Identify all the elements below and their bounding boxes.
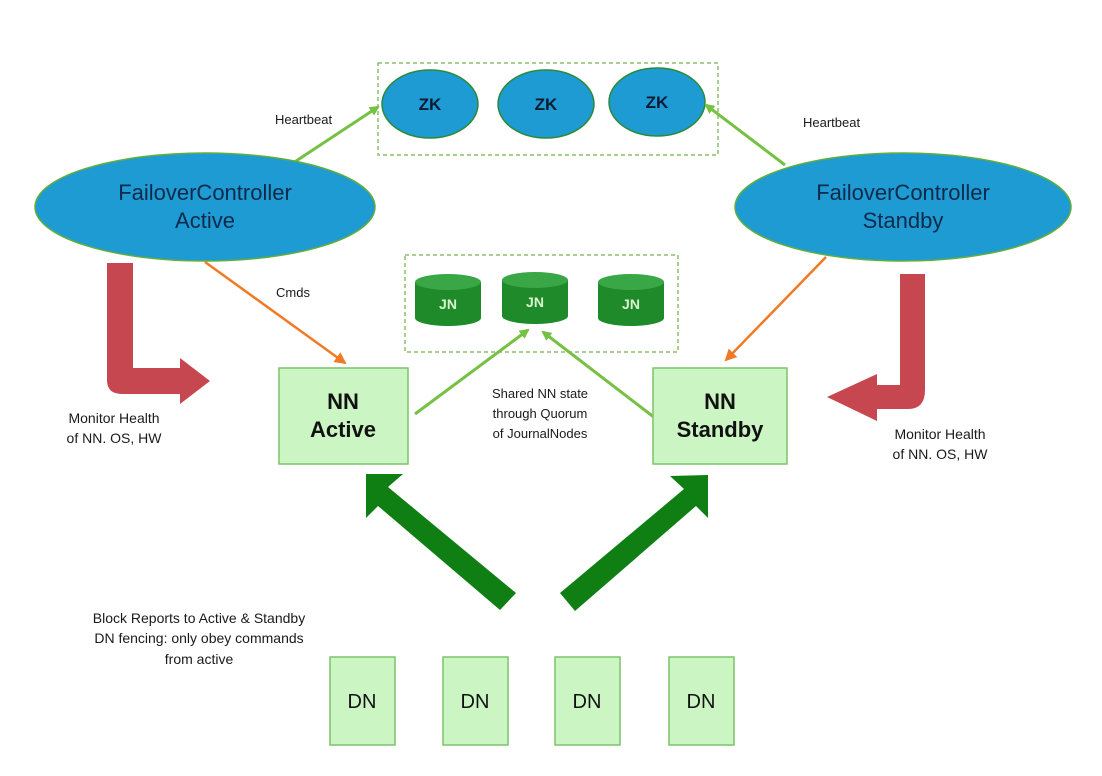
journalnode-group-border bbox=[404, 254, 679, 353]
datanode-label: DN bbox=[573, 691, 602, 713]
controller-standby-title: FailoverController bbox=[816, 180, 990, 205]
monitor-health-arrow-right bbox=[827, 274, 925, 421]
shared-state-note: Shared NN state through Quorum of Journa… bbox=[492, 386, 588, 441]
journal-node: JN bbox=[598, 274, 664, 326]
monitor-health-note-right: Monitor Health of NN. OS, HW bbox=[893, 426, 989, 462]
monitor-health-line: Monitor Health bbox=[68, 410, 159, 426]
datanode-label: DN bbox=[348, 691, 377, 713]
cmds-arrow-active bbox=[204, 260, 347, 365]
shared-state-arrow-active bbox=[414, 328, 530, 416]
datanode-label: DN bbox=[687, 691, 716, 713]
monitor-health-line: of NN. OS, HW bbox=[67, 430, 163, 446]
monitor-health-note-left: Monitor Health of NN. OS, HW bbox=[67, 410, 163, 446]
namenode-active: NN Active bbox=[278, 367, 409, 465]
jn-label: JN bbox=[526, 294, 544, 310]
zookeeper-group-border bbox=[377, 62, 719, 156]
shared-state-line: through Quorum bbox=[493, 406, 588, 421]
controller-standby-state: Standby bbox=[863, 208, 944, 233]
monitor-health-line: Monitor Health bbox=[894, 426, 985, 442]
heartbeat-label-left: Heartbeat bbox=[275, 112, 332, 127]
cmds-label: Cmds bbox=[276, 285, 310, 300]
zk-node: ZK bbox=[608, 67, 706, 137]
block-reports-line: Block Reports to Active & Standby bbox=[93, 610, 305, 626]
datanode: DN bbox=[442, 656, 509, 746]
journal-node: JN bbox=[502, 272, 568, 324]
heartbeat-arrow-right bbox=[704, 103, 786, 167]
block-report-arrow-standby bbox=[560, 475, 708, 611]
zk-label: ZK bbox=[535, 95, 558, 114]
block-reports-line: from active bbox=[165, 651, 234, 667]
namenode-standby-title: NN bbox=[704, 389, 736, 414]
jn-label: JN bbox=[439, 296, 457, 312]
failover-controller-standby: FailoverController Standby bbox=[734, 152, 1072, 262]
monitor-health-line: of NN. OS, HW bbox=[893, 446, 989, 462]
zk-label: ZK bbox=[646, 93, 669, 112]
zk-node: ZK bbox=[497, 69, 595, 139]
controller-active-state: Active bbox=[175, 208, 235, 233]
zk-label: ZK bbox=[419, 95, 442, 114]
datanode-label: DN bbox=[461, 691, 490, 713]
datanode: DN bbox=[554, 656, 621, 746]
namenode-active-title: NN bbox=[327, 389, 359, 414]
heartbeat-label-right: Heartbeat bbox=[803, 115, 860, 130]
journal-node: JN bbox=[415, 274, 481, 326]
shared-state-arrow-standby bbox=[541, 330, 656, 420]
controller-active-title: FailoverController bbox=[118, 180, 292, 205]
block-reports-line: DN fencing: only obey commands bbox=[94, 630, 303, 646]
datanode: DN bbox=[329, 656, 396, 746]
monitor-health-arrow-left bbox=[107, 263, 210, 404]
namenode-active-state: Active bbox=[310, 417, 376, 442]
failover-controller-active: FailoverController Active bbox=[34, 152, 376, 262]
namenode-standby-state: Standby bbox=[677, 417, 765, 442]
jn-label: JN bbox=[622, 296, 640, 312]
heartbeat-arrow-left bbox=[289, 105, 380, 167]
shared-state-line: Shared NN state bbox=[492, 386, 588, 401]
block-report-arrow-active bbox=[366, 474, 516, 610]
datanode: DN bbox=[668, 656, 735, 746]
cmds-arrow-standby bbox=[724, 256, 827, 362]
namenode-standby: NN Standby bbox=[652, 367, 788, 465]
shared-state-line: of JournalNodes bbox=[493, 426, 588, 441]
zk-node: ZK bbox=[381, 69, 479, 139]
block-reports-note: Block Reports to Active & Standby DN fen… bbox=[93, 610, 305, 667]
